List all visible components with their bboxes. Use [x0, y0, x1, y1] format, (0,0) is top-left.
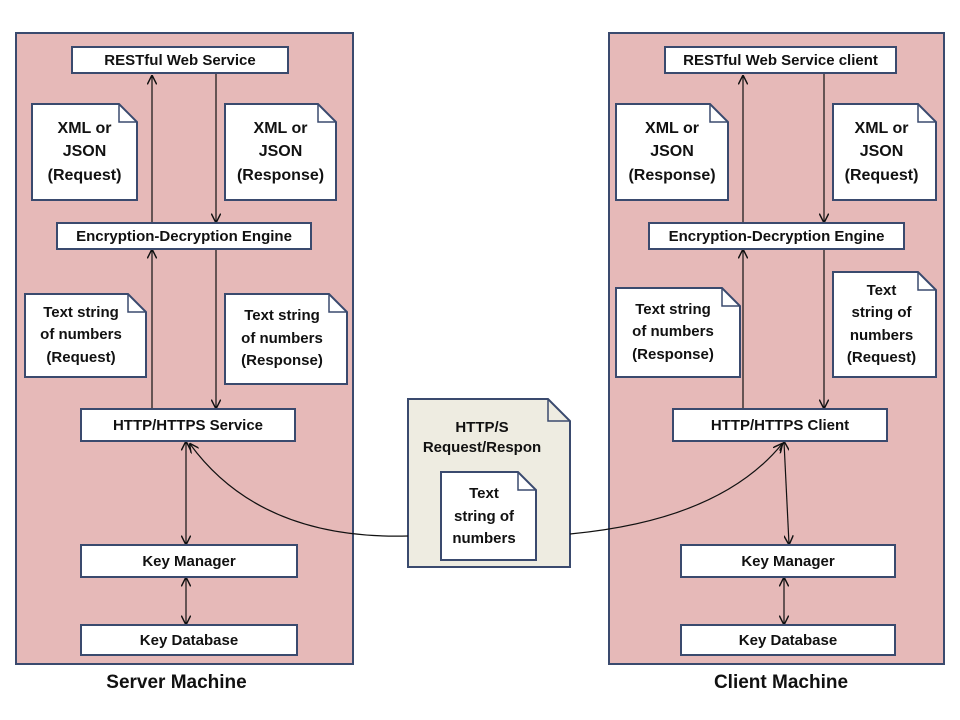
server-machine-caption: Server Machine [106, 672, 247, 693]
message-inner-note-shape [440, 471, 537, 561]
client-note-text-request-shape [832, 271, 937, 378]
client-http-client-box: HTTP/HTTPS Client [672, 408, 888, 442]
server-note-xml-request-shape [31, 103, 138, 201]
client-key-database-box: Key Database [680, 624, 896, 656]
server-key-manager-box: Key Manager [80, 544, 298, 578]
server-http-service-box: HTTP/HTTPS Service [80, 408, 296, 442]
client-machine-caption: Client Machine [713, 672, 849, 693]
client-note-xml-request-shape [832, 103, 937, 201]
server-encryption-engine-box: Encryption-Decryption Engine [56, 222, 312, 250]
client-encryption-engine-box: Encryption-Decryption Engine [648, 222, 905, 250]
client-key-manager-box: Key Manager [680, 544, 896, 578]
server-note-text-response-shape [224, 293, 348, 385]
server-restful-web-service-box: RESTful Web Service [71, 46, 289, 74]
client-note-xml-response-shape [615, 103, 729, 201]
server-note-text-request-shape [24, 293, 147, 378]
client-note-text-response-shape [615, 287, 741, 378]
client-restful-web-service-box: RESTful Web Service client [664, 46, 897, 74]
server-key-database-box: Key Database [80, 624, 298, 656]
server-note-xml-response-shape [224, 103, 337, 201]
